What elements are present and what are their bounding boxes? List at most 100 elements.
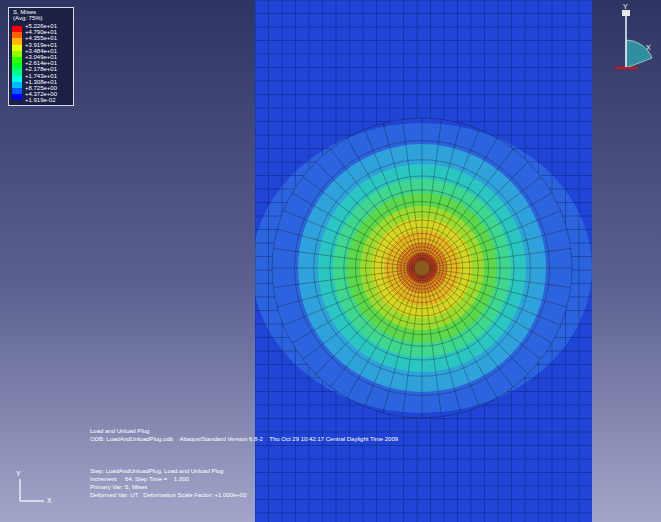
legend-value: +1.919e-02 [25, 97, 56, 103]
mesh-line [255, 499, 592, 500]
mesh-line [255, 270, 592, 271]
axis-cap [622, 10, 630, 16]
mesh-line [336, 0, 337, 522]
mesh-line [255, 351, 592, 352]
mesh-line [316, 162, 416, 262]
legend-title: S, Mises [13, 9, 36, 15]
mesh-line [255, 405, 592, 406]
mesh-line [255, 445, 592, 446]
mesh-line [255, 0, 256, 522]
mesh-line [255, 94, 592, 95]
mesh-line [273, 269, 414, 288]
axis-label: Y [623, 3, 628, 10]
mesh-line [471, 0, 472, 522]
mesh-line [282, 0, 283, 522]
mesh-line [316, 274, 416, 374]
mesh-line [255, 513, 592, 514]
mesh-line [309, 0, 310, 522]
mesh-line [565, 0, 566, 522]
legend-value: +1.308e+01 [25, 79, 57, 85]
mesh-line [347, 275, 418, 398]
mesh-line [363, 0, 364, 522]
axis-label: Y [16, 470, 21, 477]
legend-value: +3.484e+01 [25, 48, 57, 54]
mesh-line [429, 271, 560, 325]
mesh-line [255, 229, 592, 230]
mesh-line [484, 0, 485, 522]
mesh-line [255, 364, 592, 365]
plate [255, 0, 592, 522]
mesh-line [427, 149, 513, 262]
mesh-line [424, 123, 461, 260]
axis-label: X [646, 44, 651, 51]
mesh-line [376, 0, 377, 522]
mesh-line [457, 0, 458, 522]
mesh-line [255, 432, 592, 433]
legend-value: +3.919e+01 [25, 42, 57, 48]
legend-value: +2.178e+01 [25, 66, 57, 72]
mesh-line [255, 391, 592, 392]
mesh-line [255, 27, 592, 28]
mesh-line [255, 81, 592, 82]
mesh-line [268, 0, 269, 522]
mesh-line [365, 275, 419, 406]
mesh-line [283, 271, 414, 325]
mesh-line [403, 0, 404, 522]
mesh-line [272, 268, 414, 269]
mesh-line [255, 486, 592, 487]
legend-value: +5.226e+01 [25, 23, 57, 29]
mesh-line [390, 0, 391, 522]
x-axis [20, 500, 44, 501]
mesh-line [428, 177, 541, 263]
legend-value: +4.790e+01 [25, 29, 57, 35]
mesh-line [525, 0, 526, 522]
mesh-line [422, 276, 423, 418]
mesh-line [538, 0, 539, 522]
mesh-line [255, 310, 592, 311]
mesh-line [255, 0, 592, 1]
mesh-line [430, 248, 571, 267]
mesh-line [430, 270, 567, 307]
mesh-line [383, 276, 420, 413]
variable-info: Primary Var: S, Mises [90, 484, 148, 490]
contour-band [255, 123, 592, 413]
mesh-line [255, 67, 592, 68]
legend-value: +3.049e+01 [25, 54, 57, 60]
legend-value: +4.372e+00 [25, 91, 57, 97]
view-fan [626, 40, 652, 68]
mesh-line [511, 0, 512, 522]
mesh-line [428, 273, 541, 359]
mesh-line [425, 129, 479, 260]
mesh-line [292, 193, 415, 264]
mesh-line [425, 275, 479, 406]
legend-subtitle: (Avg: 75%) [13, 15, 43, 21]
mesh-line [272, 118, 572, 418]
y-axis [625, 12, 627, 68]
mesh-line [428, 162, 528, 262]
deformation-info: Deformed Var: UT Deformation Scale Facto… [90, 492, 247, 498]
legend-value: +2.614e+01 [25, 60, 57, 66]
axis-triads [20, 10, 652, 501]
mesh-line [255, 13, 592, 14]
mesh-line [422, 118, 423, 260]
step-info: Step: LoadAndUnloadPlug, Load and Unload… [90, 468, 223, 474]
mesh-line [428, 274, 528, 374]
mesh-line [255, 378, 592, 379]
mesh-grid [255, 0, 592, 522]
mesh-line [331, 274, 417, 387]
legend-value: +8.725e+00 [25, 85, 57, 91]
mesh-line [303, 273, 416, 359]
plate-ground [255, 0, 592, 522]
mesh-line [255, 189, 592, 190]
y-axis [19, 479, 20, 501]
mesh-line [255, 135, 592, 136]
mesh-line [255, 40, 592, 41]
mesh-line [255, 202, 592, 203]
mesh-line [429, 211, 560, 265]
mesh-line [349, 0, 350, 522]
mesh-line [426, 138, 497, 261]
mesh-line [303, 177, 416, 263]
mesh-line [429, 272, 552, 343]
mesh-radial [272, 118, 572, 418]
